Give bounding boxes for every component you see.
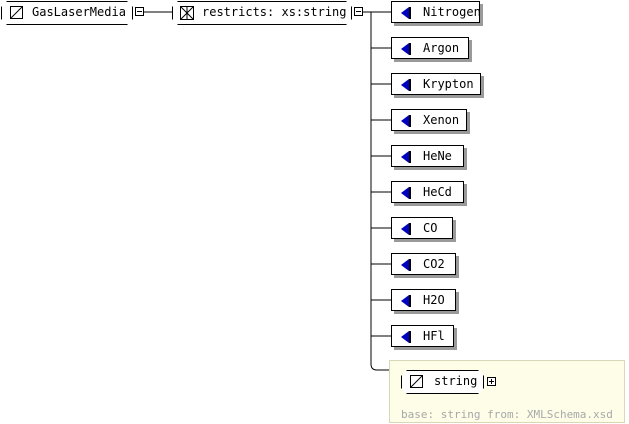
base-type-note: base: string from: XMLSchema.xsd <box>401 408 613 421</box>
enumeration-icon <box>401 223 411 235</box>
enumeration-icon <box>401 7 411 19</box>
root-type-name: GasLaserMedia <box>32 5 126 19</box>
enumeration-value: CO2 <box>423 257 445 271</box>
enumeration-value: CO <box>423 221 438 235</box>
enumeration-icon <box>401 43 411 55</box>
enumeration-icon <box>401 295 411 307</box>
simple-type-icon <box>10 6 23 22</box>
base-type-name: string <box>434 374 478 388</box>
enumeration-value: H2O <box>423 293 445 307</box>
enumeration-item[interactable]: HeNe <box>391 145 464 167</box>
enumeration-icon <box>401 79 411 91</box>
restriction-collapse-toggle[interactable] <box>354 7 363 16</box>
enumeration-value: HeNe <box>423 149 452 163</box>
enumeration-value: Nitrogen <box>423 5 481 19</box>
enumeration-item[interactable]: Nitrogen <box>391 1 481 23</box>
enumeration-icon <box>401 331 411 343</box>
enumeration-icon <box>401 115 411 127</box>
base-type-expand-toggle[interactable] <box>487 377 496 386</box>
enumeration-value: HFl <box>423 329 445 343</box>
enumeration-item[interactable]: Xenon <box>391 109 467 131</box>
enumeration-item[interactable]: HeCd <box>391 181 464 203</box>
root-collapse-toggle[interactable] <box>135 7 144 16</box>
enumeration-item[interactable]: CO <box>391 217 453 239</box>
restriction-label: restricts: xs:string <box>202 5 347 19</box>
simple-type-icon <box>410 375 423 391</box>
enumeration-item[interactable]: HFl <box>391 325 454 347</box>
enumeration-item[interactable]: Krypton <box>391 73 481 95</box>
enumeration-item[interactable]: CO2 <box>391 253 456 275</box>
enumeration-value: Argon <box>423 41 460 55</box>
enumeration-value: Xenon <box>423 113 460 127</box>
enumeration-value: Krypton <box>423 77 474 91</box>
enumeration-item[interactable]: H2O <box>391 289 456 311</box>
enumeration-icon <box>401 151 411 163</box>
enumeration-icon <box>401 259 411 271</box>
enumeration-item[interactable]: Argon <box>391 37 469 59</box>
base-type-panel: string base: string from: XMLSchema.xsd <box>389 360 625 423</box>
restriction-icon <box>180 6 194 23</box>
enumeration-value: HeCd <box>423 185 452 199</box>
enumeration-icon <box>401 187 411 199</box>
